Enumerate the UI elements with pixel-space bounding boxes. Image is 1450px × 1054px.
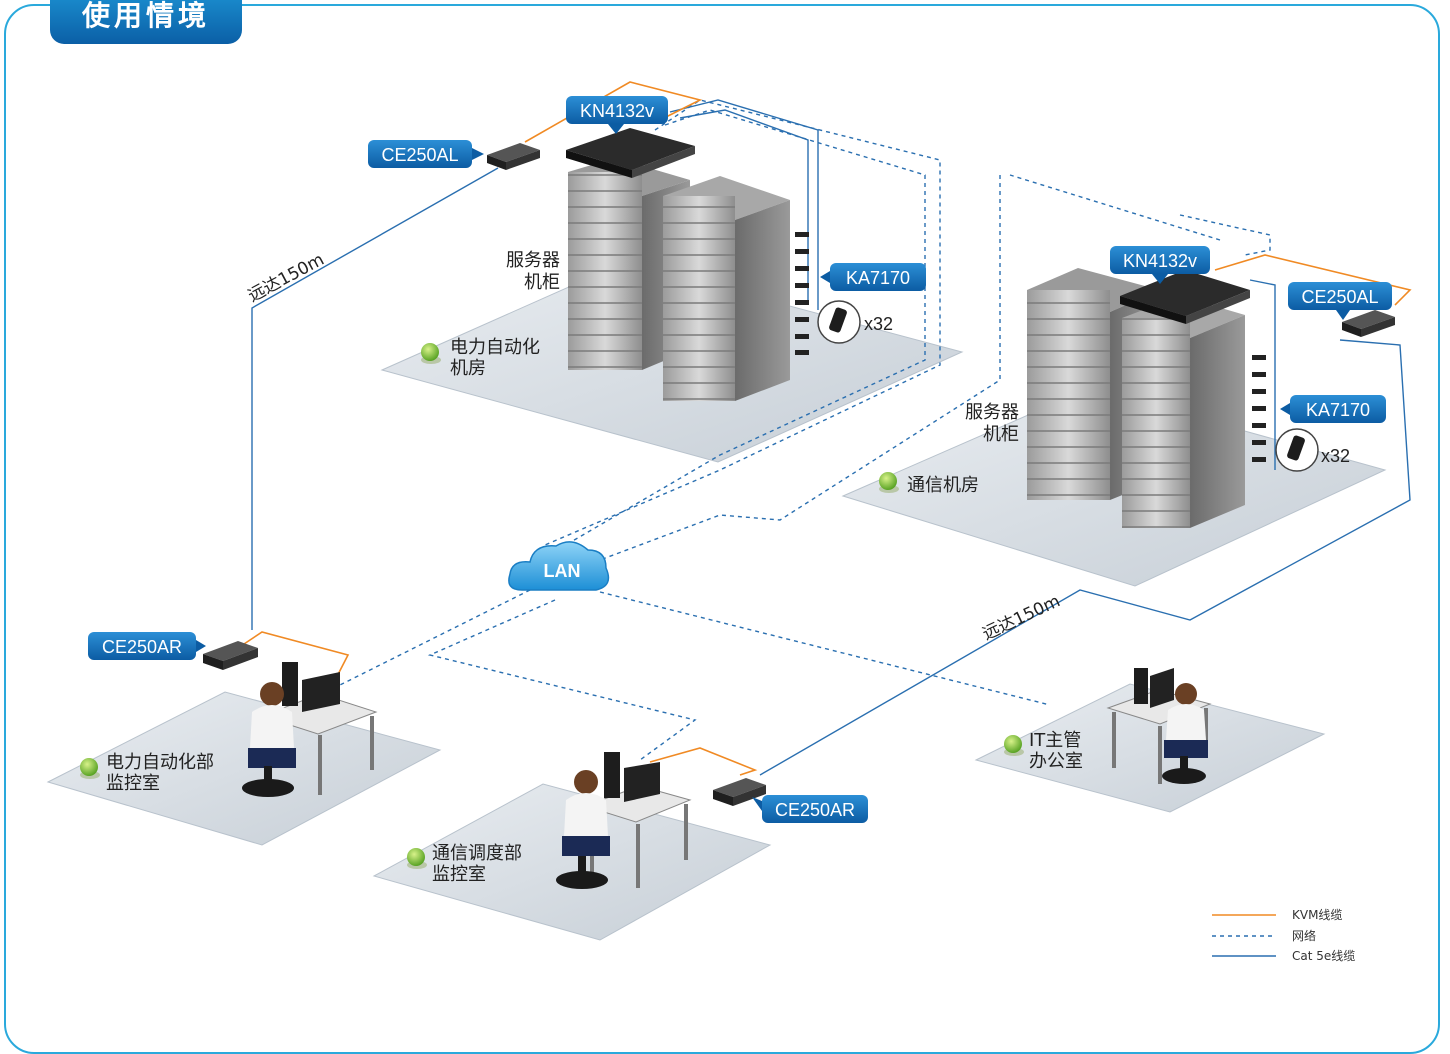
- extender-ce250ar-left: [203, 641, 258, 670]
- tag-ka7170-left: KA7170: [820, 263, 926, 291]
- room-power-room: 电力自动化 机房: [421, 337, 540, 379]
- rack-label-right-1: 服务器: [965, 402, 1019, 423]
- network-dashed-lines: [339, 99, 1271, 761]
- extender-ce250ar-right: [713, 778, 766, 806]
- room-it-office: IT主管 办公室: [1004, 730, 1083, 772]
- cat5e-lines: [251, 99, 1411, 776]
- location-pin-icon: [879, 472, 897, 490]
- ka7170-adapters-right: [1252, 355, 1266, 462]
- room-power-monitor-l1: 电力自动化部: [106, 752, 214, 773]
- server-rack-right-front: [1122, 296, 1245, 528]
- workstation-comm-monitor: [556, 752, 692, 889]
- legend-cat5e-label: Cat 5e线缆: [1292, 949, 1355, 963]
- tag-ce250ar-left: CE250AR: [88, 632, 206, 660]
- lan-label: LAN: [544, 561, 581, 581]
- floor-it-office: [974, 683, 1326, 813]
- adapter-zoom-left: [817, 300, 861, 344]
- room-comm-monitor: 通信调度部 监控室: [407, 843, 522, 885]
- workstation-power-monitor: [242, 662, 378, 797]
- room-power-monitor: 电力自动化部 监控室: [80, 752, 214, 794]
- extender-ce250al-right: [1342, 310, 1395, 337]
- legend-kvm-label: KVM线缆: [1292, 908, 1342, 922]
- room-comm-monitor-l2: 监控室: [432, 864, 486, 885]
- legend-net-label: 网络: [1292, 928, 1316, 943]
- kn4132v-right-label: KN4132v: [1123, 251, 1197, 271]
- ka7170-left-label: KA7170: [846, 268, 910, 288]
- rack-label-left-1: 服务器: [506, 250, 560, 271]
- ce250ar-right-label: CE250AR: [775, 800, 855, 820]
- kvm-switch-right: [1120, 270, 1250, 324]
- kn4132v-left-label: KN4132v: [580, 101, 654, 121]
- tag-ce250ar-right: CE250AR: [752, 795, 868, 823]
- room-power-room-l2: 机房: [450, 358, 486, 379]
- room-it-office-l2: 办公室: [1029, 751, 1083, 772]
- workstation-it-office: [1106, 668, 1212, 784]
- tag-kn4132v-right: KN4132v: [1110, 246, 1210, 284]
- ka7170-right-label: KA7170: [1306, 400, 1370, 420]
- legend: KVM线缆 网络 Cat 5e线缆: [1212, 908, 1355, 963]
- page-title: 使用情境: [50, 0, 242, 44]
- ka7170-adapters-left: [795, 232, 809, 355]
- ce250al-right-label: CE250AL: [1301, 287, 1378, 307]
- room-power-room-l1: 电力自动化: [450, 337, 540, 358]
- tag-ce250al-right: CE250AL: [1288, 282, 1392, 320]
- room-power-monitor-l2: 监控室: [106, 773, 160, 794]
- lan-cloud: LAN: [508, 541, 610, 591]
- room-comm-monitor-l1: 通信调度部: [432, 843, 522, 864]
- tag-ka7170-right: KA7170: [1280, 395, 1386, 423]
- ce250al-left-label: CE250AL: [381, 145, 458, 165]
- count-left: x32: [864, 314, 893, 334]
- floor-comm-monitor: [372, 783, 772, 941]
- room-it-office-l1: IT主管: [1029, 730, 1081, 751]
- adapter-zoom-right: [1275, 428, 1319, 472]
- distance-left: 远达150m: [245, 250, 328, 307]
- room-comm-room-label: 通信机房: [907, 475, 979, 496]
- location-pin-icon: [407, 848, 425, 866]
- kvm-switch-left: [566, 128, 695, 178]
- count-right: x32: [1321, 446, 1350, 466]
- rack-label-left-2: 机柜: [524, 272, 560, 293]
- rack-label-right-2: 机柜: [983, 424, 1019, 445]
- room-comm-room: 通信机房: [879, 472, 979, 496]
- floor-power-monitor: [46, 691, 442, 846]
- tag-kn4132v-left: KN4132v: [566, 96, 668, 134]
- location-pin-icon: [80, 758, 98, 776]
- ce250ar-left-label: CE250AR: [102, 637, 182, 657]
- tag-ce250al-left: CE250AL: [368, 140, 484, 168]
- extender-ce250al-left: [487, 143, 540, 170]
- location-pin-icon: [1004, 735, 1022, 753]
- distance-right: 远达150m: [980, 591, 1064, 644]
- server-rack-left-front: [663, 176, 790, 401]
- location-pin-icon: [421, 343, 439, 361]
